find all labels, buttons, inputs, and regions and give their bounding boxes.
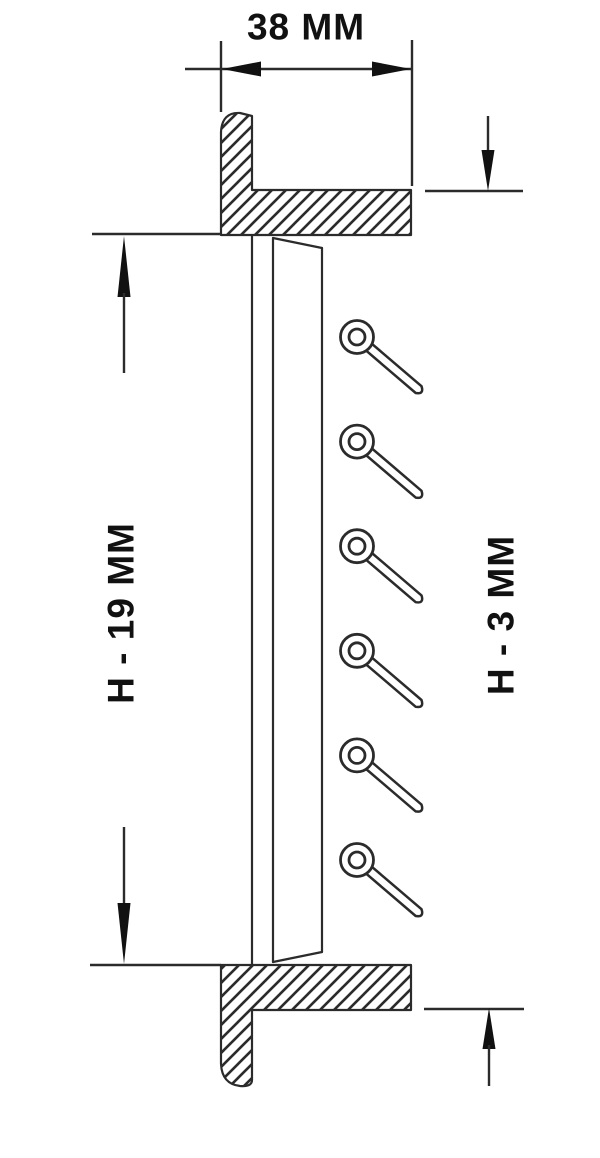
fastener-ring-inner [347, 850, 367, 870]
arrowhead-left-icon [222, 61, 261, 77]
top-flange-outline [219, 111, 413, 237]
fastener-ring-inner [347, 641, 367, 661]
screw-fastener-icon [339, 632, 424, 709]
screw-fastener-icon [339, 737, 424, 813]
screw-fastener-icon [339, 319, 424, 395]
fasteners-layer [339, 319, 424, 918]
frame-channel [250, 234, 324, 967]
screw-fastener-icon [339, 528, 424, 604]
width-dimension-label: 38 MM [247, 7, 365, 48]
frame-bottom-bevel-line [271, 950, 324, 964]
bottom-flange-outline [219, 963, 413, 1088]
arrowhead-right-icon [372, 61, 411, 77]
screw-fastener-icon [339, 842, 424, 918]
width-dimension: 38 MM [185, 7, 414, 186]
fastener-ring-inner [347, 536, 367, 556]
fastener-stem [364, 446, 424, 500]
arrowhead-down-right-icon [481, 150, 495, 191]
top-flange-section [219, 111, 413, 237]
frame-top-bevel-line [271, 236, 324, 250]
fastener-ring-inner [347, 327, 367, 347]
fastener-stem [364, 655, 424, 709]
right-height-dimension-label: H - 3 MM [481, 535, 522, 695]
left-height-dimension: H - 19 MM [90, 232, 221, 967]
left-height-dimension-label: H - 19 MM [101, 522, 142, 704]
fastener-stem [364, 551, 424, 604]
fastener-stem [364, 760, 424, 813]
right-height-dimension: H - 3 MM [424, 116, 524, 1086]
arrowhead-down-icon [117, 903, 131, 964]
fastener-stem [364, 865, 424, 918]
fastener-ring-inner [347, 432, 367, 452]
screw-fastener-icon [339, 423, 424, 500]
bottom-flange-section [219, 963, 413, 1088]
arrowhead-up-icon [117, 236, 131, 297]
arrowhead-up-right-icon [482, 1008, 496, 1049]
fastener-stem [364, 342, 424, 395]
fastener-ring-inner [347, 746, 367, 765]
